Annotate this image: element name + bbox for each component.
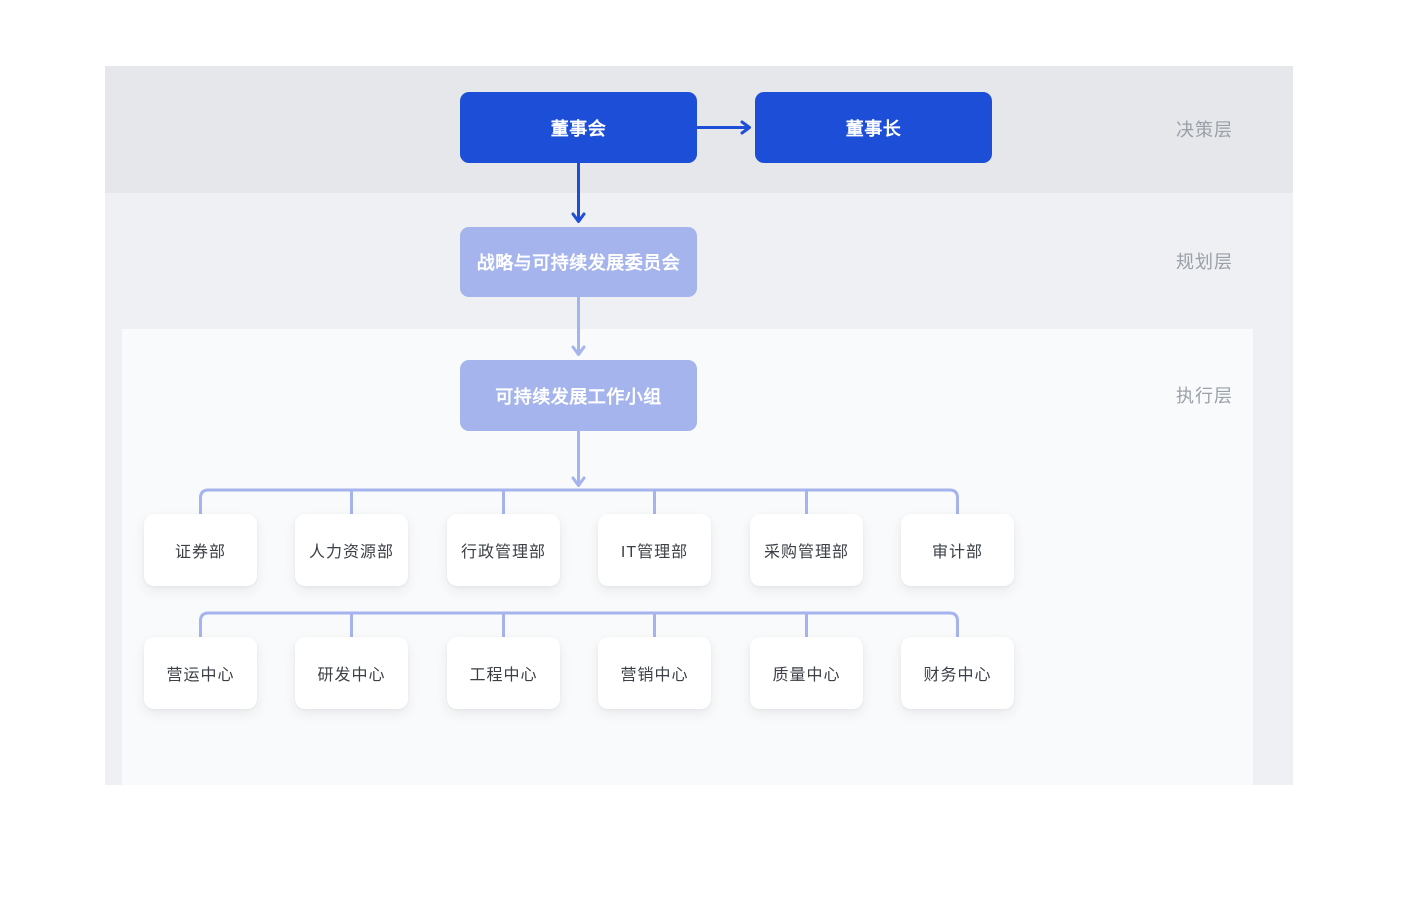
dept-it[interactable]: IT管理部 (598, 514, 711, 586)
dept-engineering-center[interactable]: 工程中心 (447, 637, 560, 709)
node-workgroup[interactable]: 可持续发展工作小组 (460, 360, 697, 431)
org-chart-canvas: 董事会 董事长 战略与可持续发展委员会 可持续发展工作小组 证券部 人力资源部 … (105, 66, 1293, 785)
node-committee[interactable]: 战略与可持续发展委员会 (460, 227, 697, 297)
decision-layer-band (105, 66, 1293, 193)
decision-layer-label: 决策层 (1176, 120, 1233, 140)
planning-layer-band (105, 193, 1293, 329)
execution-layer-label: 执行层 (1176, 386, 1233, 406)
dept-procurement[interactable]: 采购管理部 (750, 514, 863, 586)
dept-operations-center[interactable]: 营运中心 (144, 637, 257, 709)
planning-layer-label: 规划层 (1176, 252, 1233, 272)
node-chairman[interactable]: 董事长 (755, 92, 992, 163)
dept-securities[interactable]: 证券部 (144, 514, 257, 586)
dept-quality-center[interactable]: 质量中心 (750, 637, 863, 709)
dept-audit[interactable]: 审计部 (901, 514, 1014, 586)
node-board[interactable]: 董事会 (460, 92, 697, 163)
dept-rnd-center[interactable]: 研发中心 (295, 637, 408, 709)
dept-administration[interactable]: 行政管理部 (447, 514, 560, 586)
dept-marketing-center[interactable]: 营销中心 (598, 637, 711, 709)
dept-finance-center[interactable]: 财务中心 (901, 637, 1014, 709)
dept-hr[interactable]: 人力资源部 (295, 514, 408, 586)
